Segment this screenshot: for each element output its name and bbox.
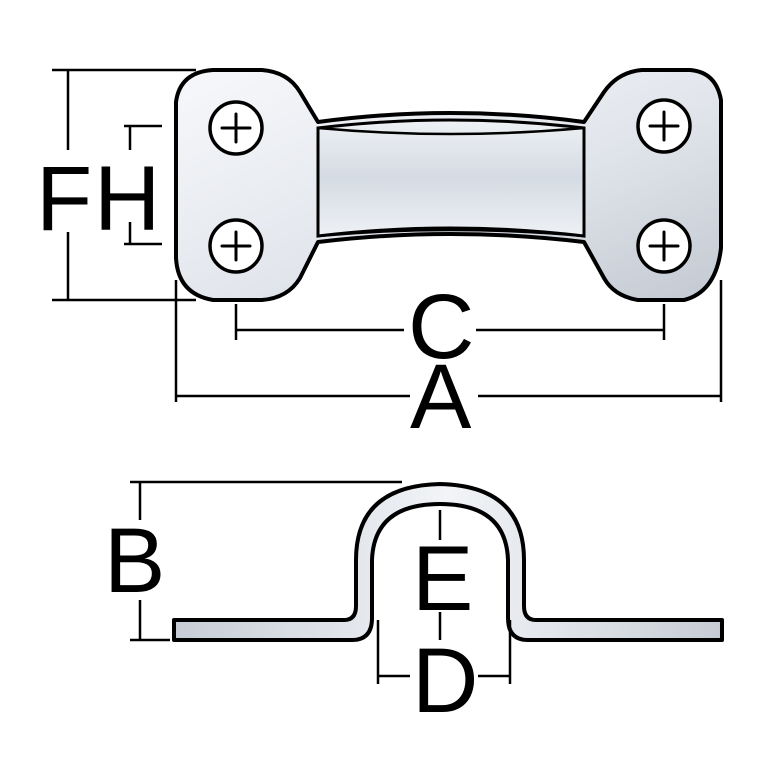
top-bridge [316,118,586,238]
dimension-f: F [36,68,196,302]
bridge-lower-edge [317,228,585,238]
label-d: D [412,630,478,732]
dimension-e: E [412,510,473,640]
label-e: E [412,528,473,630]
dimension-a: A [174,280,723,448]
dimension-b: B [104,480,402,642]
label-f: F [36,148,92,250]
phillips-screw-icon [636,218,692,274]
top-view [174,68,723,302]
phillips-screw-icon [208,100,264,156]
label-b: B [104,510,165,612]
label-h: H [94,148,160,250]
label-c: C [408,276,474,378]
phillips-screw-icon [208,218,264,274]
label-a: A [410,346,472,448]
side-profile [172,482,724,642]
side-view [172,482,724,642]
dimension-d: D [376,620,512,732]
dimension-h: H [94,124,162,250]
phillips-screw-icon [636,98,692,154]
bridge-upper-edge [317,126,585,136]
dimension-c: C [234,276,666,378]
